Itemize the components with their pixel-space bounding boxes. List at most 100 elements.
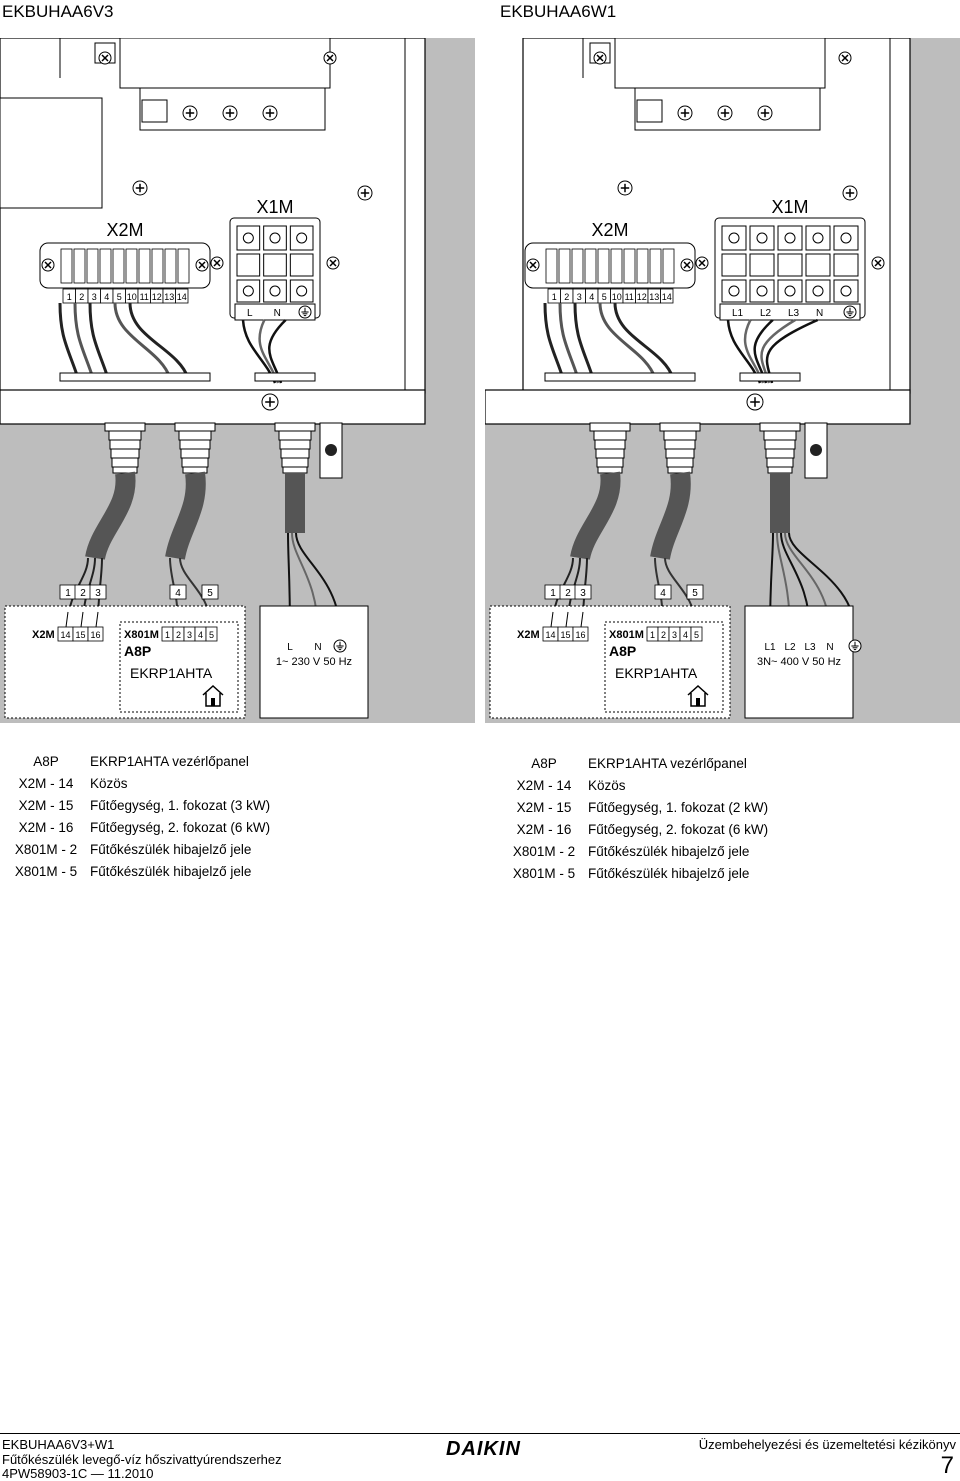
screw-icon — [101, 54, 109, 62]
x1m-terminal-name: N — [816, 308, 823, 319]
legend-description: Közös — [90, 776, 128, 791]
wire — [573, 302, 595, 379]
supply-terminal-name: N — [826, 642, 833, 653]
x1m-terminal-hole — [728, 285, 740, 297]
legend-code: X2M - 16 — [18, 820, 74, 835]
power-supply-box — [259, 605, 369, 719]
cable-gland — [174, 422, 216, 432]
legend-code: X2M - 16 — [516, 822, 572, 837]
supply-rating: 1~ 230 V 50 Hz — [276, 656, 352, 668]
x1m-label: X1M — [771, 197, 808, 217]
terminal-number: 1 — [552, 292, 557, 302]
x2m-terminal-slot — [623, 248, 636, 284]
supply-terminal-name: N — [314, 642, 321, 653]
legend-row: X2M - 16 Fűtőegység, 2. fokozat (6 kW) — [2, 817, 270, 839]
x2m-label: X2M — [106, 220, 143, 240]
x1m-terminal-hole — [840, 285, 852, 297]
cable-gland — [179, 439, 211, 450]
x1m-terminal-cell — [777, 253, 803, 277]
supply-terminal-name: L2 — [784, 642, 796, 653]
cable-tie — [254, 372, 316, 382]
x1m-terminal-hole — [269, 285, 281, 297]
terminal-number: 3 — [92, 292, 97, 302]
terminal-number: 5 — [209, 630, 214, 640]
x2m-terminal-slot — [60, 248, 73, 284]
legend-description: Fűtőkészülék hibajelző jele — [90, 842, 252, 857]
terminal-number: 13 — [649, 292, 659, 302]
cable-gland — [595, 448, 625, 459]
x1m-terminal-hole — [840, 232, 852, 244]
cable-gland — [593, 430, 627, 441]
x1m-terminal-name: L2 — [760, 308, 772, 319]
x2m-terminal-slot — [73, 248, 86, 284]
x1m-terminal-hole — [812, 285, 824, 297]
footer-doc-subtitle: Fűtőkészülék levegő-víz hőszivattyúrends… — [2, 1452, 282, 1467]
x801m-label: X801M — [609, 629, 644, 641]
x1m-terminal-hole — [756, 232, 768, 244]
box-x2m-label: X2M — [517, 629, 540, 641]
x2m-terminal-slot — [584, 248, 597, 284]
x1m-terminal-name: L3 — [788, 308, 800, 319]
legend-description: Fűtőkészülék hibajelző jele — [90, 864, 252, 879]
terminal-number: 14 — [545, 630, 555, 640]
terminal-number: 12 — [637, 292, 647, 302]
x1m-terminal-hole — [812, 232, 824, 244]
cable-sheath — [85, 471, 136, 561]
terminal-number: 14 — [662, 292, 672, 302]
model-title-right: EKBUHAA6W1 — [500, 2, 617, 21]
terminal-number: 1 — [650, 630, 655, 640]
x2m-terminal-slot — [558, 248, 571, 284]
terminal-number: 2 — [565, 588, 571, 599]
wire — [558, 302, 580, 379]
wire — [128, 302, 190, 379]
x2m-terminal-slot — [151, 248, 164, 284]
cable-gland — [108, 430, 142, 441]
screw-icon — [596, 54, 604, 62]
legend-code: A8P — [33, 754, 59, 769]
terminal-number: 4 — [175, 588, 181, 599]
terminal-number: 4 — [683, 630, 688, 640]
cable-gland — [278, 430, 312, 441]
side-wall — [910, 38, 960, 418]
legend-code: X801M - 5 — [14, 864, 78, 879]
terminal-number-cell — [686, 584, 704, 600]
cable-sheath — [650, 471, 691, 561]
terminal-number: 1 — [67, 292, 72, 302]
x2m-terminal-slot — [545, 248, 558, 284]
cable-gland — [280, 448, 310, 459]
terminal-number-cell — [169, 584, 187, 600]
page-number: 7 — [940, 1452, 954, 1479]
screw-icon — [529, 261, 537, 269]
x1m-terminal-hole — [296, 285, 308, 297]
x1m-terminal-cell — [289, 253, 314, 277]
footer-manual-title: Üzembehelyezési és üzemeltetési kéziköny… — [698, 1437, 956, 1452]
terminal-number: 5 — [602, 292, 607, 302]
x1m-label: X1M — [256, 197, 293, 217]
a8p-label: A8P — [609, 643, 636, 659]
terminal-number: 2 — [79, 292, 84, 302]
terminal-number-cell — [89, 584, 107, 600]
wire — [113, 302, 172, 379]
legend-description: Közös — [588, 778, 626, 793]
legend-code: X801M - 5 — [512, 866, 576, 881]
screw-icon — [683, 261, 691, 269]
terminal-number: 2 — [80, 588, 86, 599]
cable-gland — [665, 448, 695, 459]
cable-gland — [589, 422, 631, 432]
footer-divider — [0, 1433, 960, 1434]
x2m-terminal-slot — [177, 248, 190, 284]
cable-gland — [759, 422, 801, 432]
x1m-terminal-hole — [784, 232, 796, 244]
legend-description: Fűtőegység, 2. fokozat (6 kW) — [90, 820, 271, 835]
cable-gland — [282, 466, 308, 474]
wire — [80, 611, 84, 628]
legend-code: X2M - 15 — [516, 800, 572, 815]
cable-gland — [767, 466, 793, 474]
cable-gland — [279, 439, 311, 450]
